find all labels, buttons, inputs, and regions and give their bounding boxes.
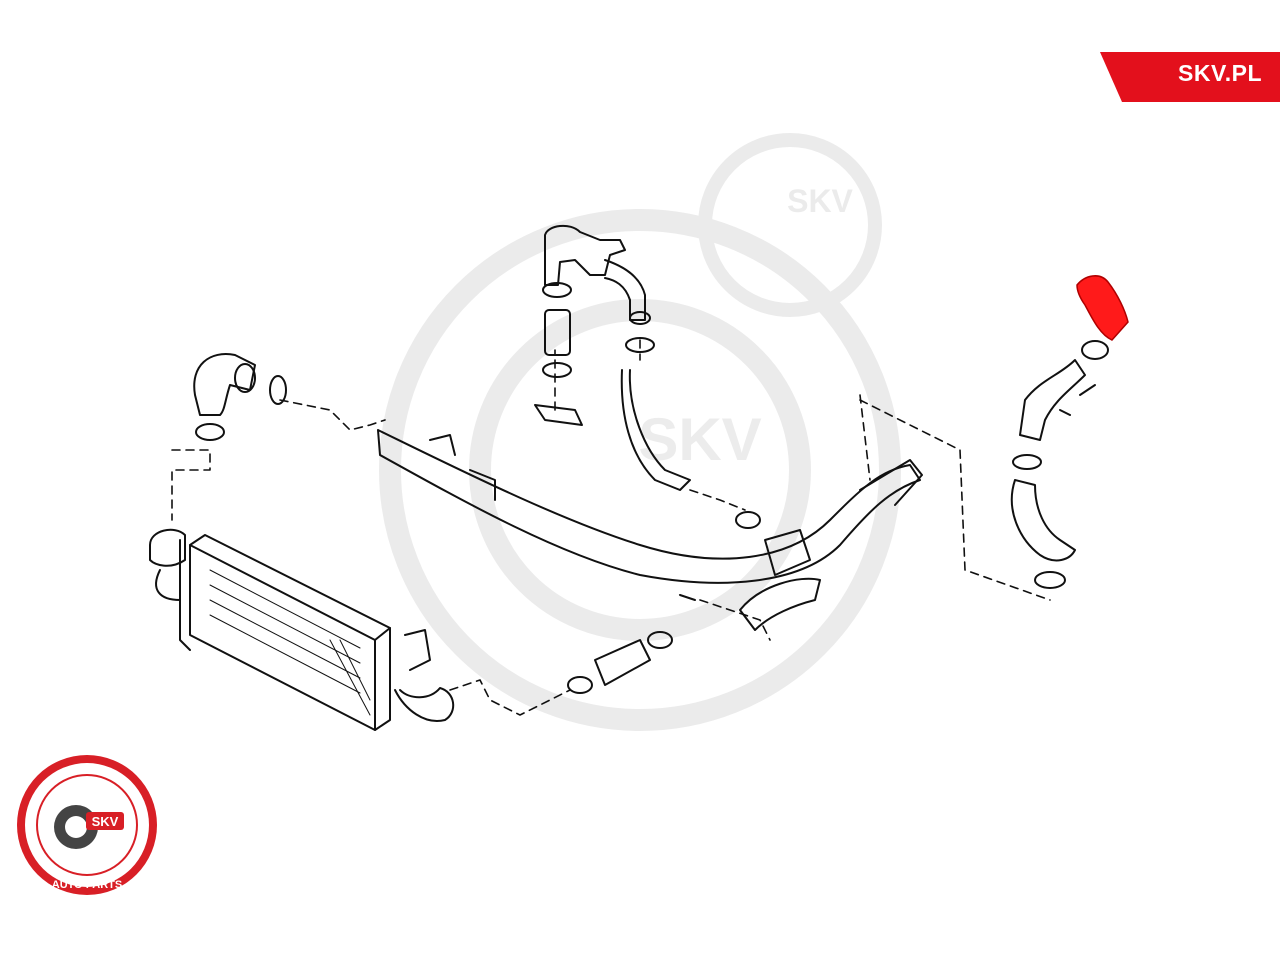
- seal-bottom-text: AUTO PARTS: [52, 879, 123, 891]
- left-elbow-hose: [193, 353, 287, 441]
- site-label: SKV.PL: [1178, 60, 1262, 86]
- brand-tab: [1100, 52, 1280, 102]
- connector-lines: [171, 339, 1051, 716]
- intercooler: [149, 528, 455, 731]
- skv-seal: SKV AUTO PARTS: [14, 752, 160, 898]
- watermark: [379, 133, 901, 731]
- right-hose-assembly: [1010, 340, 1109, 589]
- bottom-connector: [567, 511, 821, 694]
- throttle-assembly: [534, 224, 691, 491]
- watermark-text-large: SKV: [638, 406, 761, 473]
- highlighted-hose: [1076, 275, 1129, 341]
- charge-pipe: [377, 429, 923, 584]
- watermark-text-small: SKV: [787, 183, 853, 219]
- seal-center-text: SKV: [92, 814, 119, 829]
